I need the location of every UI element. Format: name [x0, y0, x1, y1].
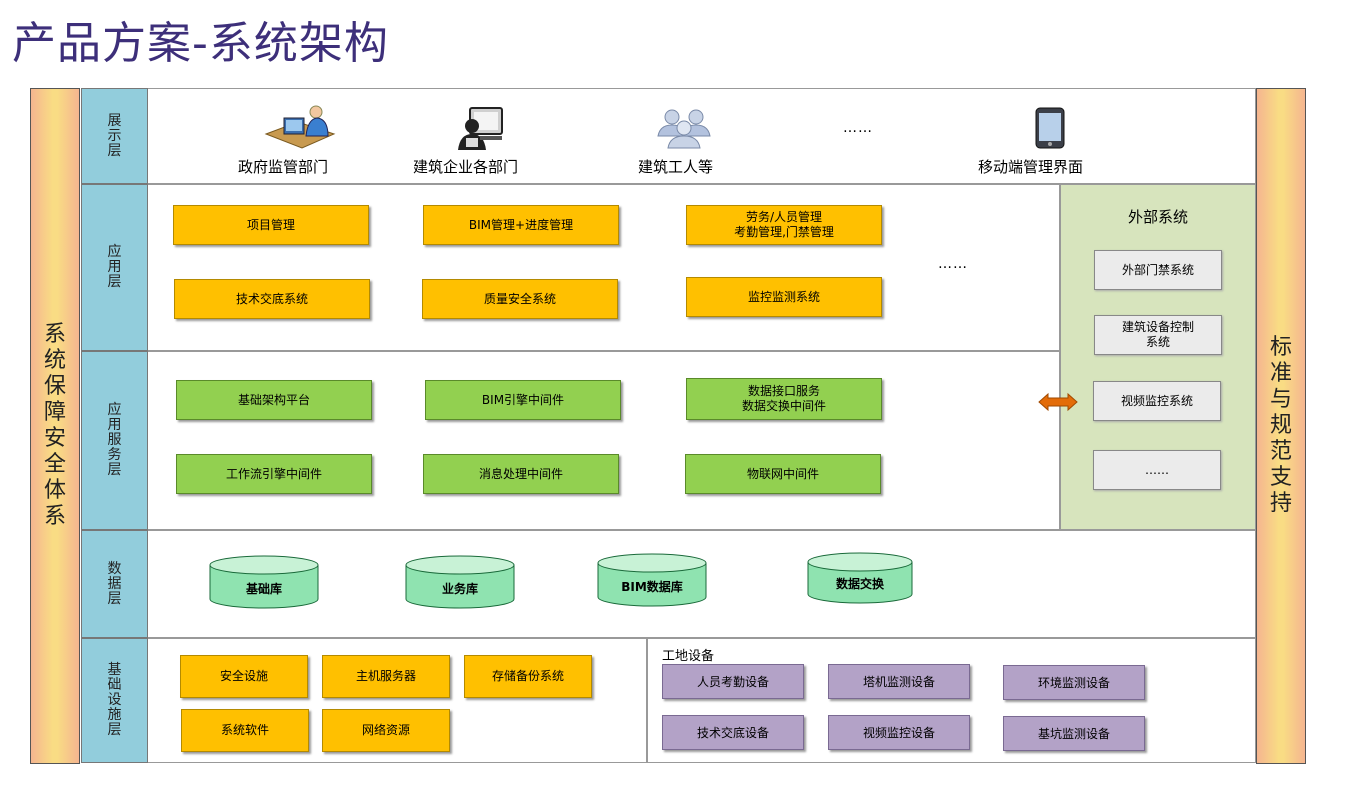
layer-label-text: 展示层	[107, 112, 122, 159]
database-bim-label: BIM数据库	[621, 580, 683, 594]
app-module-monitoring: 监控监测系统	[686, 277, 882, 317]
actor-label-government: 政府监管部门	[238, 158, 329, 176]
site-item-attendance: 人员考勤设备	[662, 664, 804, 699]
infra-item-storage-backup: 存储备份系统	[464, 655, 592, 698]
site-item-tower-crane: 塔机监测设备	[828, 664, 970, 699]
security-system-label: 系 统 保 障 安 全 体 系	[43, 322, 66, 529]
app-service-layer-band	[147, 351, 1060, 530]
app-module-labor-attendance: 劳务/人员管理 考勤管理,门禁管理	[686, 205, 882, 245]
service-module-message-processing: 消息处理中间件	[423, 454, 619, 494]
infra-item-network-resources: 网络资源	[322, 709, 450, 752]
standards-support-label: 标 准 与 规 范 支 持	[1269, 335, 1292, 516]
service-module-bim-engine: BIM引擎中间件	[425, 380, 621, 420]
government-officer-icon	[264, 105, 336, 149]
mobile-device-icon	[1035, 107, 1065, 149]
database-exchange-icon	[807, 552, 913, 604]
data-layer-label: 数据层	[81, 530, 148, 638]
infrastructure-layer-label: 基础设施层	[81, 638, 148, 763]
external-systems-title: 外部系统	[1127, 208, 1188, 226]
infra-item-host-server: 主机服务器	[322, 655, 450, 698]
service-module-data-interface: 数据接口服务 数据交换中间件	[686, 378, 882, 420]
external-item-video-surveillance: 视频监控系统	[1093, 381, 1221, 421]
app-module-quality-safety: 质量安全系统	[422, 279, 618, 319]
application-layer-label: 应用层	[81, 184, 148, 351]
database-business-label: 业务库	[441, 582, 478, 596]
site-item-environment: 环境监测设备	[1003, 665, 1145, 700]
app-module-tech-briefing: 技术交底系统	[174, 279, 370, 319]
infra-item-security-facilities: 安全设施	[180, 655, 308, 698]
site-item-tech-briefing: 技术交底设备	[662, 715, 804, 750]
presentation-layer-label: 展示层	[81, 88, 148, 184]
page-title: 产品方案-系统架构	[12, 18, 389, 69]
standards-support-sidebar: 标 准 与 规 范 支 持	[1256, 88, 1306, 764]
database-bim-icon	[597, 553, 707, 607]
workers-group-icon	[657, 109, 711, 149]
service-module-iot-middleware: 物联网中间件	[685, 454, 881, 494]
layer-label-text: 数据层	[107, 560, 122, 607]
actor-label-mobile: 移动端管理界面	[978, 158, 1084, 176]
site-item-foundation-pit: 基坑监测设备	[1003, 716, 1145, 751]
actor-label-enterprise: 建筑企业各部门	[413, 158, 519, 176]
site-equipment-title: 工地设备	[662, 649, 715, 664]
app-module-project-management: 项目管理	[173, 205, 369, 245]
database-business-icon	[405, 555, 515, 609]
app-service-layer-label: 应用服务层	[81, 351, 148, 530]
database-exchange-label: 数据交换	[835, 577, 884, 591]
external-item-more: ……	[1093, 450, 1221, 490]
presentation-ellipsis: ……	[843, 120, 873, 136]
database-basic-icon	[209, 555, 319, 609]
database-basic-label: 基础库	[245, 582, 282, 596]
layer-label-text: 应用层	[107, 244, 122, 290]
security-system-sidebar: 系 统 保 障 安 全 体 系	[30, 88, 80, 764]
layer-label-text: 应用服务层	[107, 402, 122, 478]
external-item-access-control: 外部门禁系统	[1094, 250, 1222, 290]
enterprise-user-icon	[458, 107, 503, 150]
bidirectional-arrow-icon	[1038, 392, 1078, 412]
layer-label-text: 基础设施层	[107, 662, 122, 738]
app-module-bim-progress: BIM管理+进度管理	[423, 205, 619, 245]
infra-item-system-software: 系统软件	[181, 709, 309, 752]
site-item-video-surveillance: 视频监控设备	[828, 715, 970, 750]
service-module-workflow-engine: 工作流引擎中间件	[176, 454, 372, 494]
application-ellipsis: ……	[938, 256, 968, 272]
actor-label-workers: 建筑工人等	[638, 158, 714, 176]
service-module-infrastructure-platform: 基础架构平台	[176, 380, 372, 420]
external-item-building-equipment: 建筑设备控制 系统	[1094, 315, 1222, 355]
